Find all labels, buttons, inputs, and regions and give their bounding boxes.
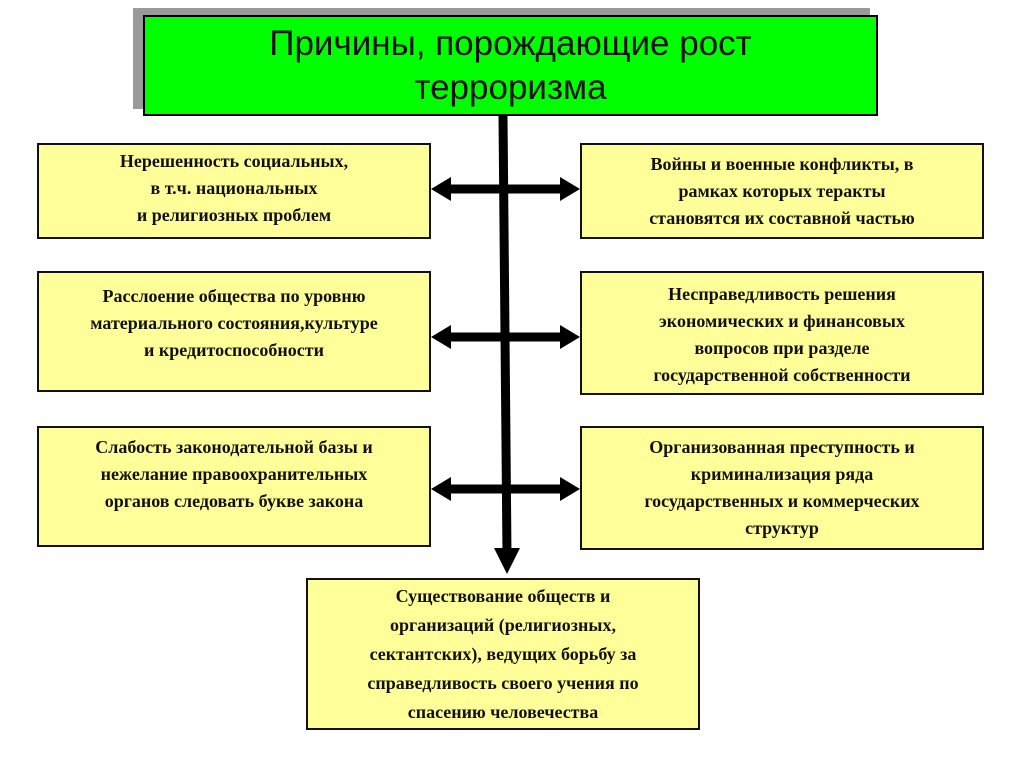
- cause-box-legislation: Слабость законодательной базы и нежелани…: [37, 426, 431, 547]
- double-arrow-row-1: [431, 177, 580, 201]
- cause-box-wars: Войны и военные конфликты, в рамках кото…: [580, 143, 984, 239]
- trunk-arrowhead: [494, 548, 520, 574]
- cause-text: Слабость законодательной базы и нежелани…: [95, 437, 373, 511]
- cause-text: Войны и военные конфликты, в рамках кото…: [649, 154, 915, 228]
- cause-text: Расслоение общества по уровню материальн…: [90, 286, 378, 360]
- cause-box-social-problems: Нерешенность социальных, в т.ч. национал…: [37, 143, 431, 239]
- cause-text: Организованная преступность и криминализ…: [644, 437, 920, 538]
- cause-text: Несправедливость решения экономических и…: [653, 284, 911, 385]
- cause-box-organized-crime: Организованная преступность и криминализ…: [580, 426, 984, 550]
- diagram-title-text: Причины, порождающие рост терроризма: [269, 23, 752, 107]
- double-arrow-row-3: [431, 477, 580, 501]
- cause-box-stratification: Расслоение общества по уровню материальн…: [37, 271, 431, 392]
- cause-box-injustice: Несправедливость решения экономических и…: [580, 271, 984, 395]
- cause-box-organizations: Существование обществ и организаций (рел…: [306, 578, 700, 730]
- cause-text: Нерешенность социальных, в т.ч. национал…: [119, 151, 349, 225]
- cause-text: Существование обществ и организаций (рел…: [367, 585, 639, 722]
- double-arrow-row-2: [431, 325, 580, 349]
- diagram-title: Причины, порождающие рост терроризма: [143, 15, 878, 116]
